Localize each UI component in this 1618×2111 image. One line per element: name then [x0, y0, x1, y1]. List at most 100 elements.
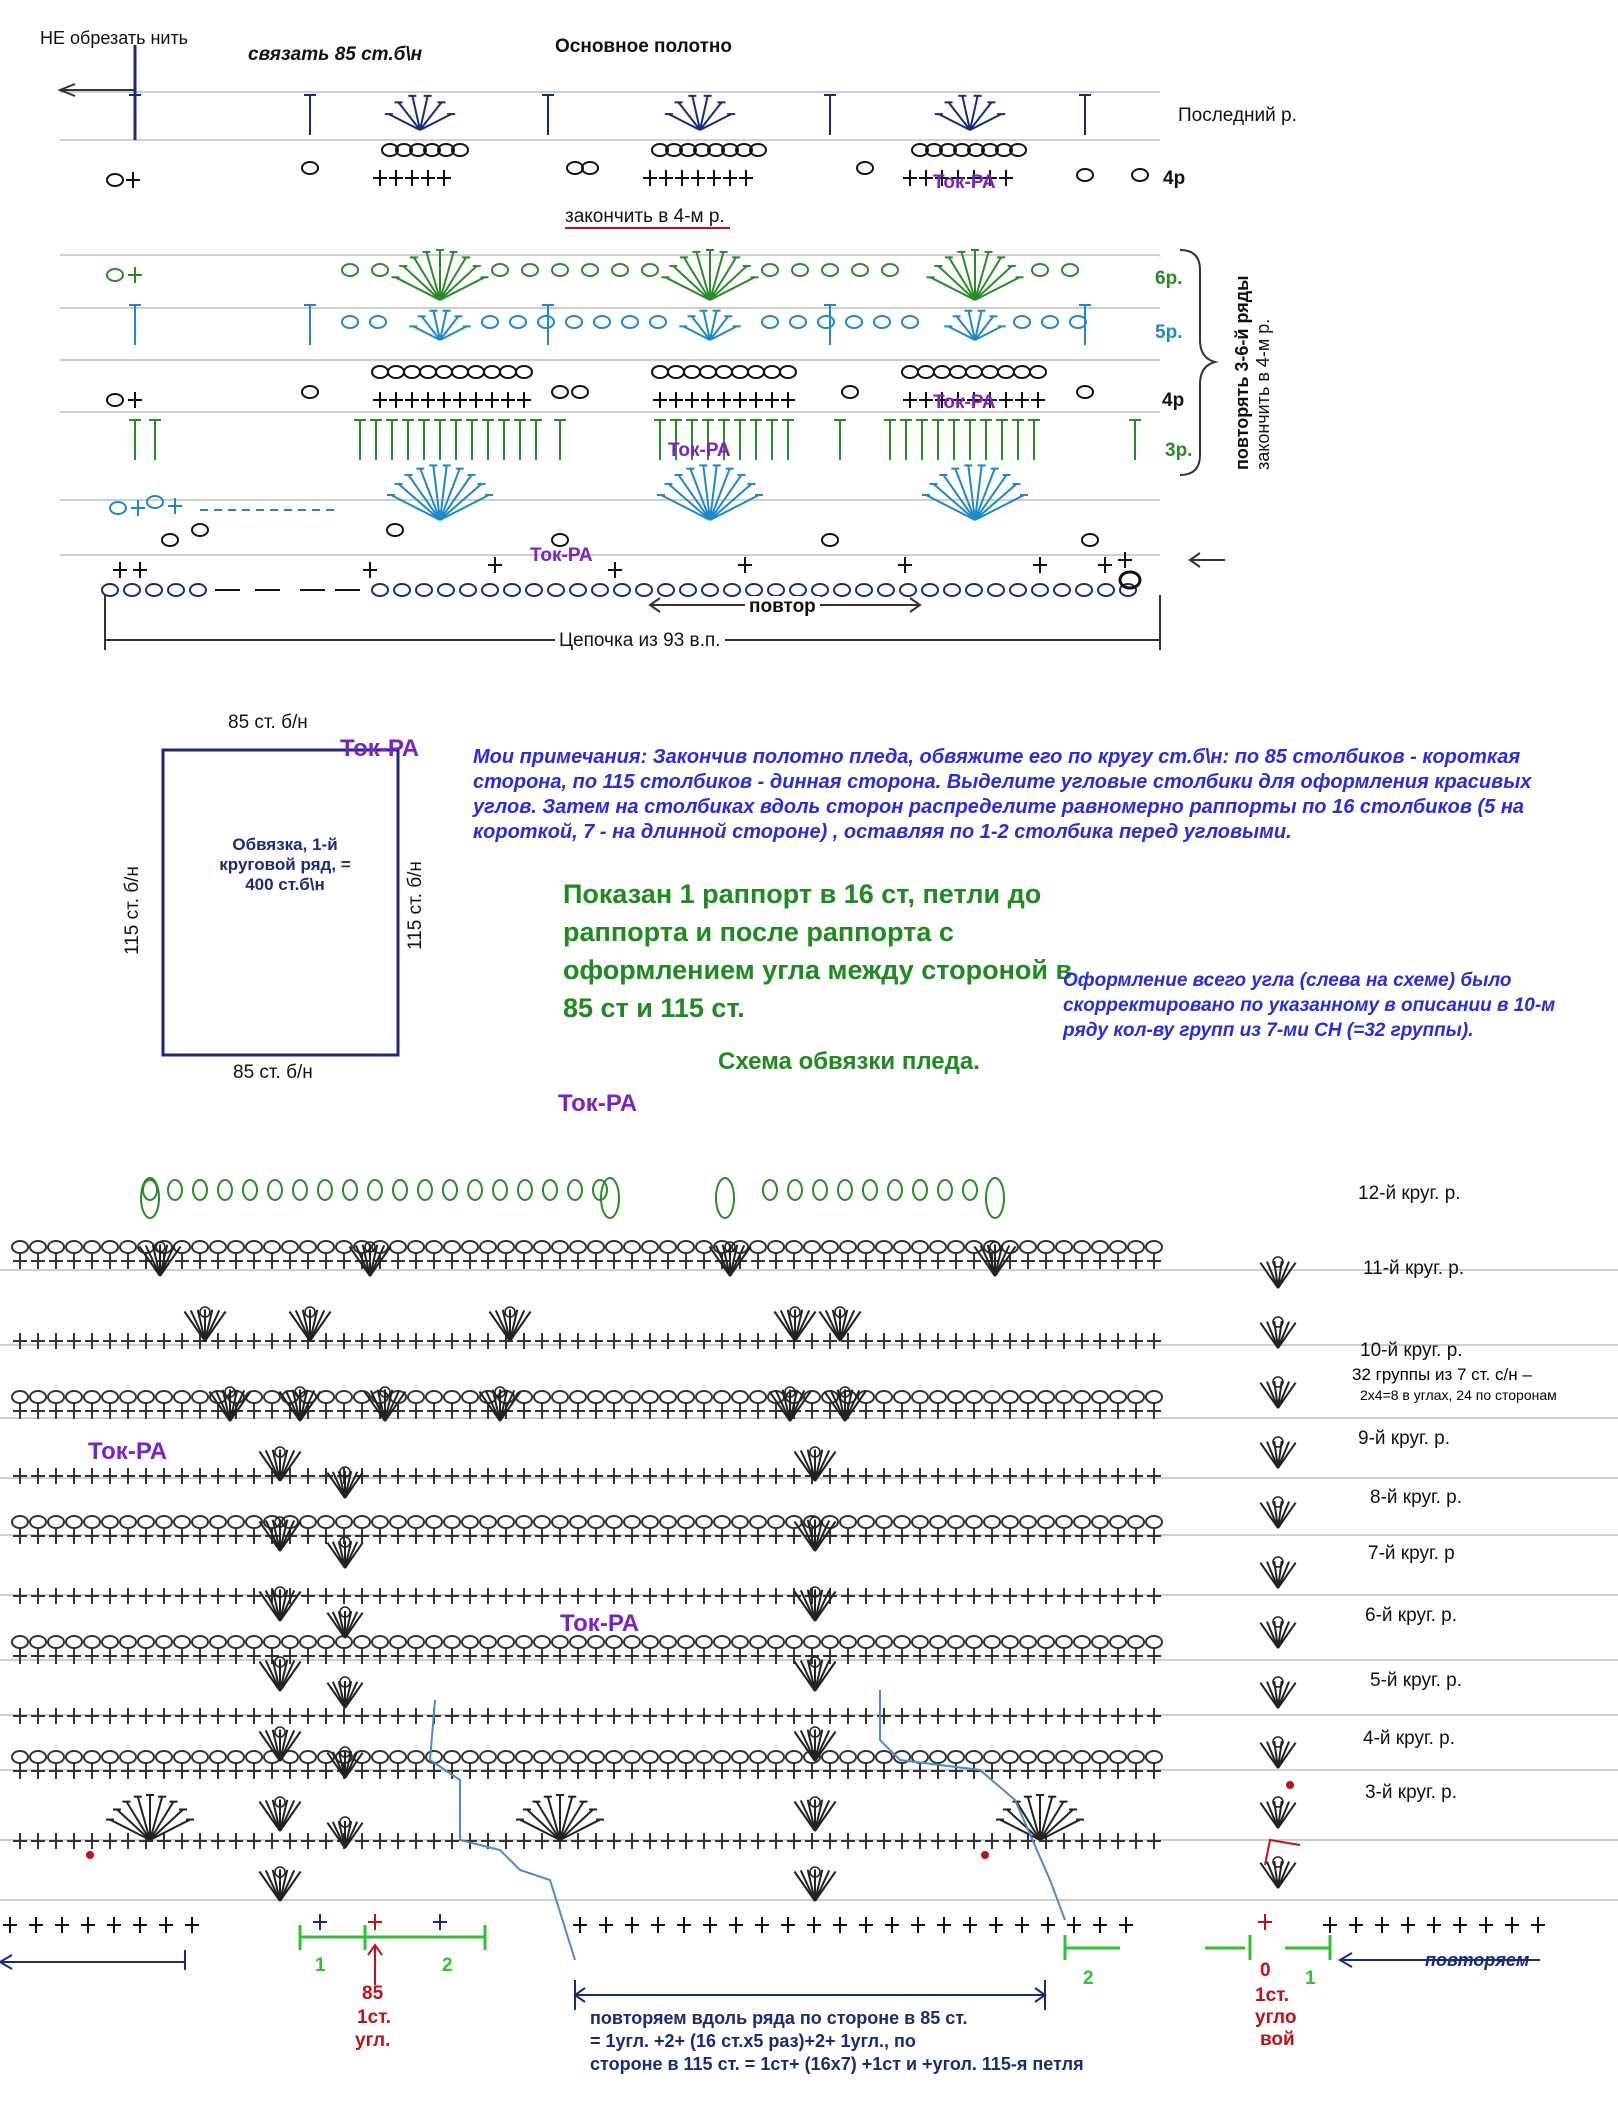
chain-symbol — [981, 143, 999, 157]
sc-symbol — [103, 1833, 117, 1849]
last-row-label: Последний р. — [1178, 105, 1297, 126]
sc-symbol — [859, 1403, 873, 1419]
sc-symbol — [841, 1333, 855, 1349]
chain-symbol — [245, 1750, 263, 1764]
sc-symbol — [121, 1708, 135, 1724]
sc-symbol — [85, 1833, 99, 1849]
sc-symbol — [247, 1333, 261, 1349]
sc-symbol — [337, 1648, 351, 1664]
sc-symbol — [903, 392, 917, 408]
picot — [392, 1179, 408, 1201]
chain-symbol — [83, 1750, 101, 1764]
sc-symbol — [67, 1588, 81, 1604]
sc-symbol — [733, 1833, 747, 1849]
chain-symbol — [1109, 1750, 1127, 1764]
sc-symbol — [1075, 1648, 1089, 1664]
sc-symbol — [608, 562, 622, 578]
chain-symbol — [497, 1635, 515, 1649]
fan-stitch — [397, 483, 441, 521]
sc-symbol — [903, 170, 917, 186]
chain-symbol — [1061, 263, 1079, 277]
notes-shown: Показан 1 раппорт в 16 ст, петли до рапп… — [563, 879, 1073, 1023]
brand-watermark: Ток-РА — [560, 1610, 640, 1637]
chain-symbol — [483, 365, 501, 379]
chain-symbol — [657, 583, 675, 597]
sc-symbol — [697, 1708, 711, 1724]
sc-symbol — [175, 1253, 189, 1269]
sc-symbol — [445, 1253, 459, 1269]
chain-symbol — [761, 315, 779, 329]
chain-symbol — [761, 263, 779, 277]
sc-symbol — [139, 1403, 153, 1419]
sc-symbol — [589, 1468, 603, 1484]
sc-symbol — [55, 1917, 69, 1933]
sc-symbol — [949, 1468, 963, 1484]
sc-symbol — [1111, 1468, 1125, 1484]
chain-symbol — [155, 1515, 173, 1529]
sc-symbol — [133, 562, 147, 578]
sc-symbol — [643, 1253, 657, 1269]
sc-symbol — [1003, 1528, 1017, 1544]
sc-symbol — [13, 1253, 27, 1269]
sc-symbol — [499, 1833, 513, 1849]
chain-symbol — [649, 315, 667, 329]
sc-symbol — [1129, 1833, 1143, 1849]
sc-symbol — [1041, 1917, 1055, 1933]
dc-symbol — [370, 419, 382, 460]
sc-symbol — [301, 1763, 315, 1779]
fan-stitch — [709, 465, 718, 521]
sc-symbol — [1111, 1708, 1125, 1724]
sc-symbol — [1147, 1588, 1161, 1604]
sc-symbol — [391, 1253, 405, 1269]
dc-symbol — [824, 94, 836, 135]
chain-symbol — [209, 1635, 227, 1649]
sc-symbol — [931, 1253, 945, 1269]
chain-symbol — [641, 1515, 659, 1529]
sc-symbol — [103, 1648, 117, 1664]
sc-symbol — [841, 1648, 855, 1664]
sc-symbol — [1075, 1333, 1089, 1349]
chain-symbol — [779, 365, 797, 379]
sc-symbol — [391, 1468, 405, 1484]
sc-symbol — [643, 1333, 657, 1349]
chain-symbol — [317, 1240, 335, 1254]
sc-symbol — [301, 1708, 315, 1724]
sc-symbol — [517, 1588, 531, 1604]
dc-symbol — [514, 419, 526, 460]
fan-stitch — [702, 465, 711, 521]
sc-symbol — [715, 1403, 729, 1419]
sc-symbol — [1129, 1403, 1143, 1419]
fan-stitch — [149, 1808, 184, 1841]
chain-symbol — [371, 365, 389, 379]
sc-symbol — [49, 1763, 63, 1779]
picot — [1272, 1676, 1284, 1688]
chain-symbol — [881, 263, 899, 277]
sc-symbol — [967, 1403, 981, 1419]
chain-symbol — [1127, 1750, 1145, 1764]
dc-symbol — [654, 419, 666, 460]
picot — [784, 1386, 796, 1398]
chain-symbol — [845, 315, 863, 329]
chain-symbol — [947, 1750, 965, 1764]
fan-stitch — [559, 1801, 585, 1841]
sc-symbol — [1033, 557, 1047, 573]
sc-symbol — [193, 1763, 207, 1779]
fan-stitch — [938, 113, 971, 131]
sc-symbol — [1003, 1333, 1017, 1349]
sc-symbol — [1129, 1528, 1143, 1544]
chain-symbol — [481, 315, 499, 329]
sc-symbol — [463, 1708, 477, 1724]
chain-symbol — [371, 263, 389, 277]
sc-symbol — [427, 1468, 441, 1484]
sc-symbol — [765, 392, 779, 408]
sc-symbol — [781, 392, 795, 408]
sc-symbol — [13, 1763, 27, 1779]
sc-symbol — [355, 1833, 369, 1849]
sc-symbol — [13, 1333, 27, 1349]
chain-symbol — [119, 1390, 137, 1404]
chain-symbol — [381, 143, 399, 157]
sc-symbol — [805, 1833, 819, 1849]
sc-symbol — [697, 1403, 711, 1419]
chain-symbol — [83, 1390, 101, 1404]
sc-symbol — [729, 1917, 743, 1933]
